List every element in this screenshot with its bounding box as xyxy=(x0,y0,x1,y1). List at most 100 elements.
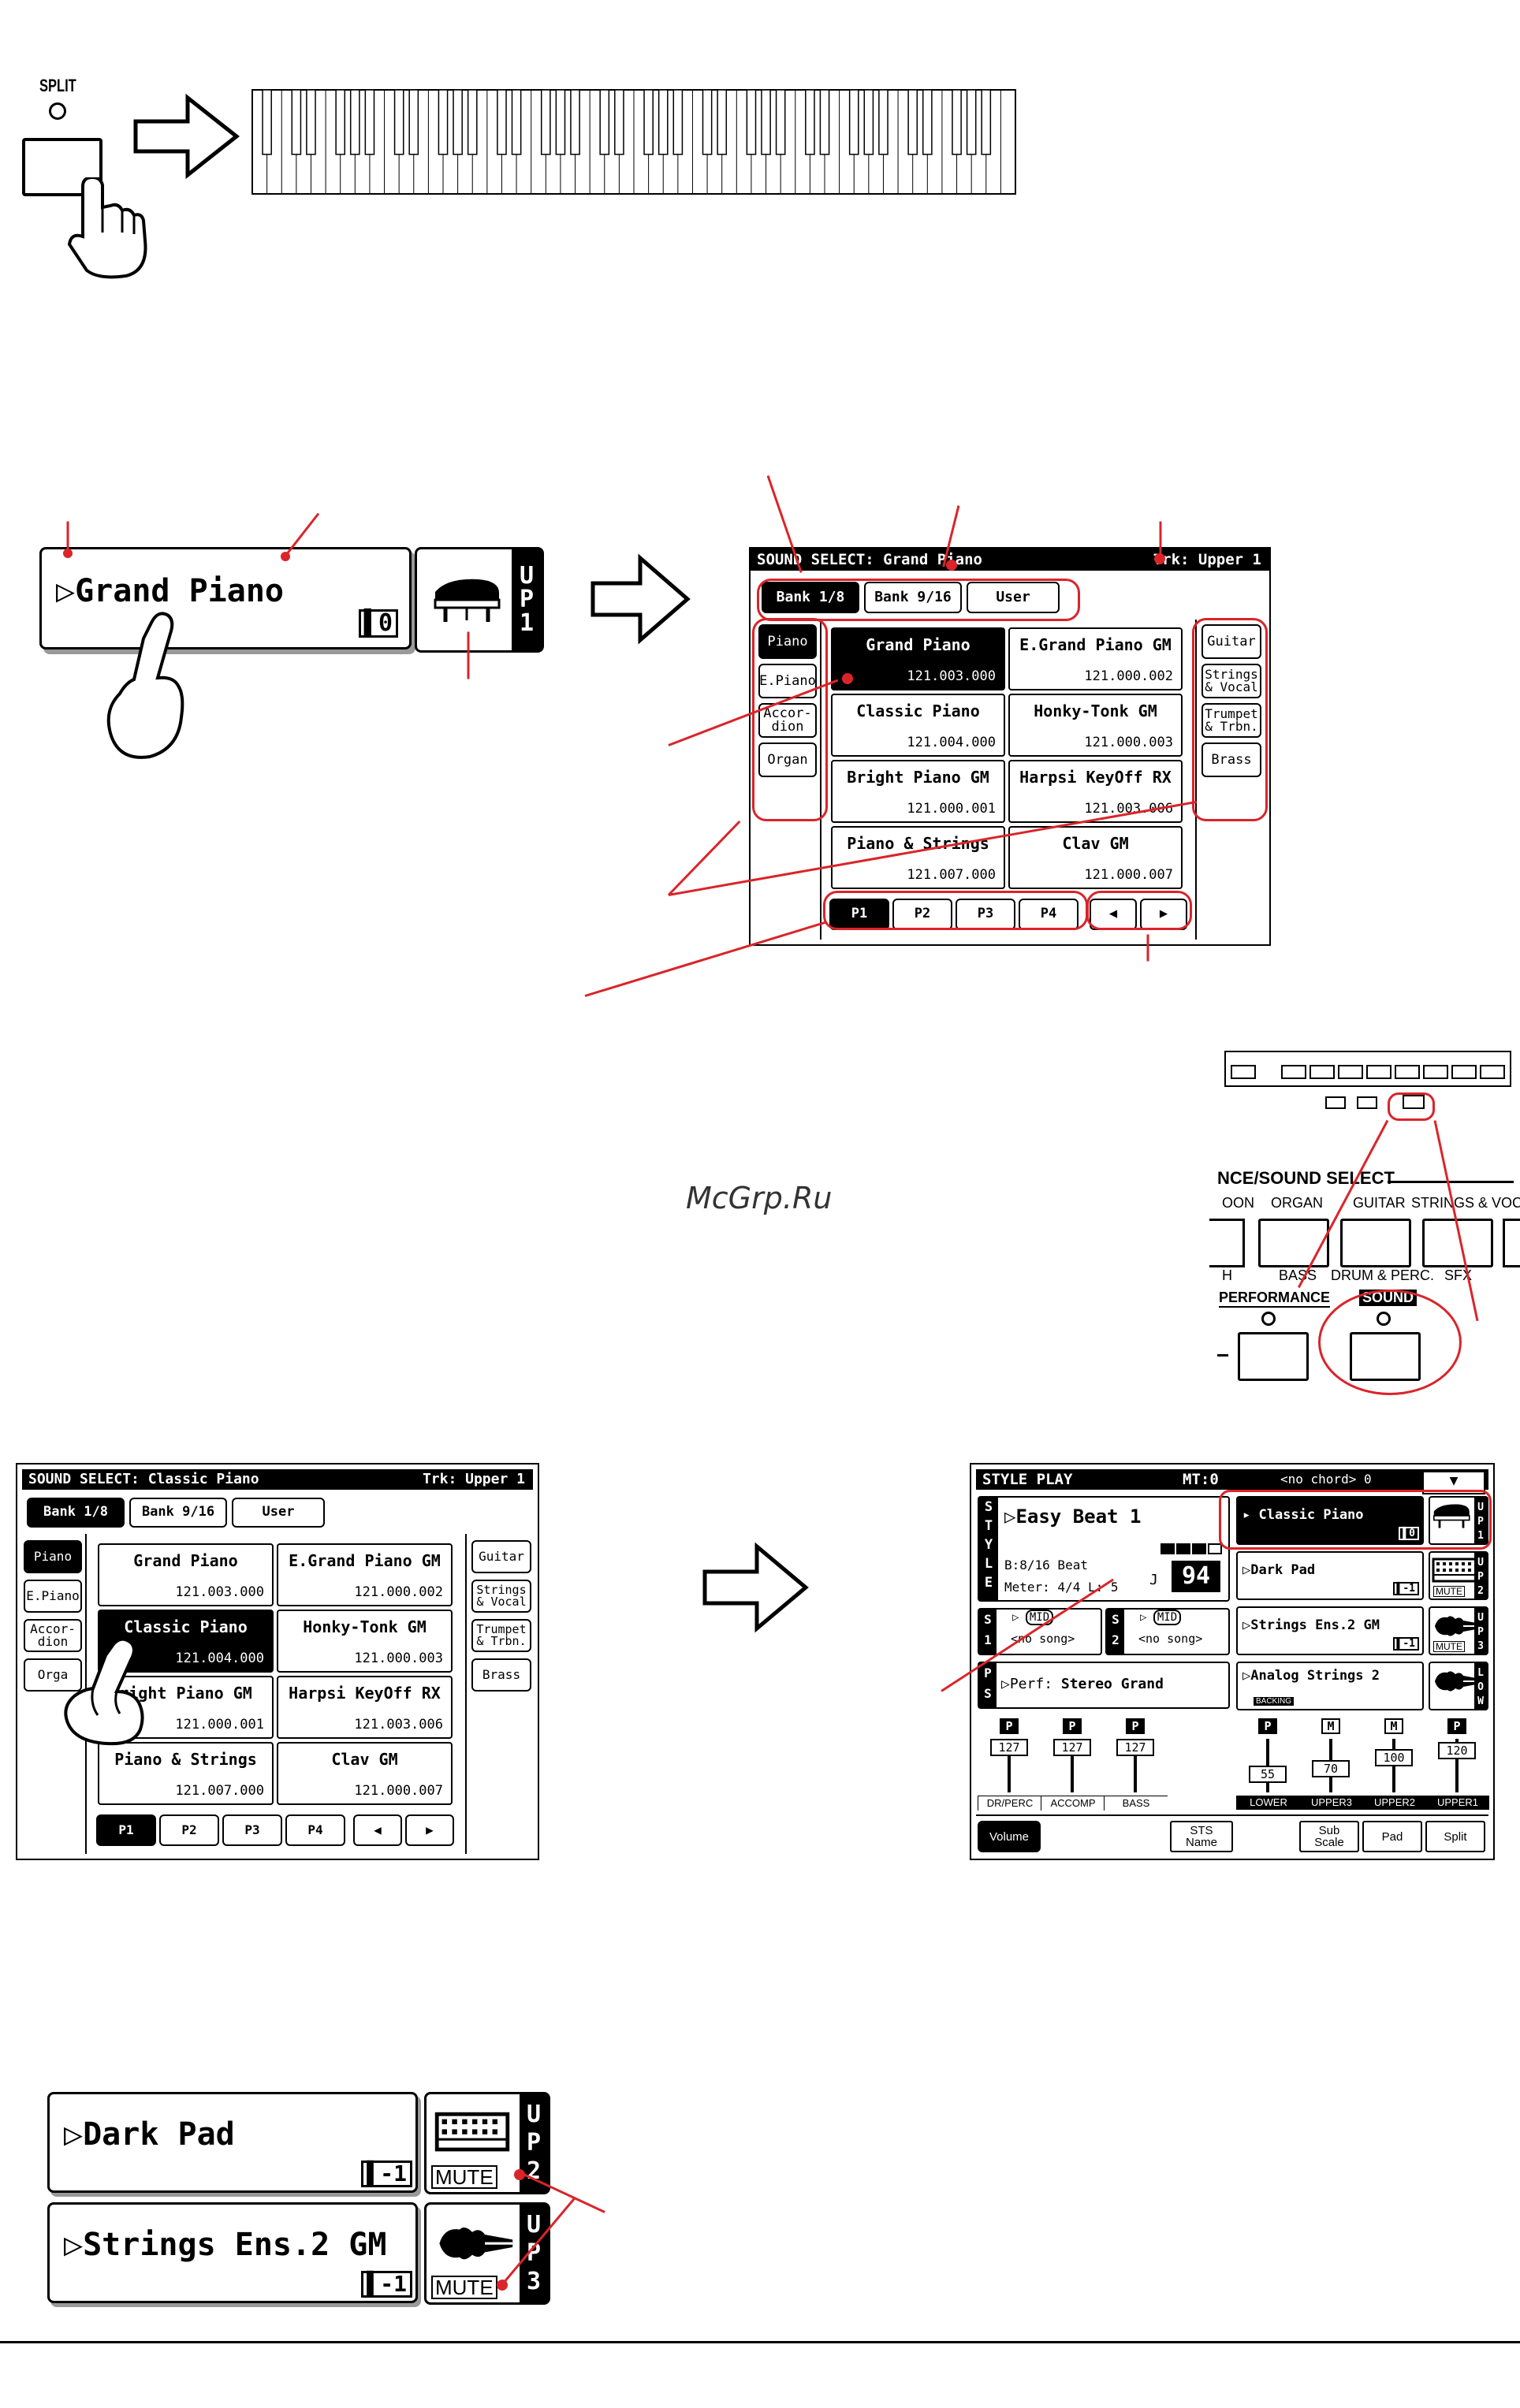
play-mute-status[interactable]: P xyxy=(1126,1718,1145,1734)
style-play-track-3[interactable]: ▷Strings Ens.2 GM▌-1 xyxy=(1236,1606,1424,1655)
mute-indicator[interactable]: MUTE xyxy=(1433,1586,1465,1597)
tab-organ[interactable]: Orga xyxy=(24,1658,82,1692)
page-p4-tab[interactable]: P4 xyxy=(1019,899,1079,930)
tab-accordion[interactable]: Accor- dion xyxy=(24,1619,82,1652)
tab-strings-vocal[interactable]: Strings & Vocal xyxy=(471,1580,531,1613)
play-mute-status[interactable]: P xyxy=(1447,1718,1466,1734)
next-page-arrow[interactable]: ▶ xyxy=(405,1814,454,1846)
volume-tab[interactable]: Volume xyxy=(978,1821,1041,1852)
song1-area[interactable] xyxy=(978,1608,1102,1655)
volume-slider-track[interactable] xyxy=(1266,1739,1269,1792)
volume-slider-knob[interactable]: 100 xyxy=(1375,1748,1413,1766)
pad-tab[interactable]: Pad xyxy=(1362,1821,1422,1852)
track-display-up3[interactable]: ▷Strings Ens.2 GM▌-1 xyxy=(47,2202,418,2303)
play-mute-status[interactable]: M xyxy=(1321,1718,1340,1734)
page-p1-tab[interactable]: P1 xyxy=(96,1814,156,1846)
play-mute-status[interactable]: P xyxy=(1000,1718,1019,1734)
volume-slider-track[interactable] xyxy=(1134,1739,1137,1792)
page-p2-tab[interactable]: P2 xyxy=(159,1814,219,1846)
tab-trumpet-trbn[interactable]: Trumpet & Trbn. xyxy=(471,1619,531,1652)
tempo-display[interactable]: 94 xyxy=(1172,1561,1220,1592)
volume-slider-knob[interactable]: 127 xyxy=(1116,1739,1154,1756)
panel-button[interactable] xyxy=(1209,1219,1245,1267)
page-p3-tab[interactable]: P3 xyxy=(222,1814,282,1846)
track-display-upper1[interactable]: ▷Grand Piano ▌0 xyxy=(39,547,412,649)
page-p1-tab[interactable]: P1 xyxy=(829,899,889,930)
volume-slider-knob[interactable]: 55 xyxy=(1249,1766,1287,1784)
performance-button[interactable] xyxy=(1238,1332,1309,1381)
panel-button-organ[interactable] xyxy=(1258,1219,1329,1267)
page-p3-tab[interactable]: P3 xyxy=(956,899,1015,930)
tab-guitar[interactable]: Guitar xyxy=(1201,624,1261,659)
track-display-up2[interactable]: ▷Dark Pad▌-1 xyxy=(47,2092,418,2193)
volume-slider-knob[interactable]: 127 xyxy=(990,1739,1028,1756)
tab-piano[interactable]: Piano xyxy=(758,624,817,659)
performance-area[interactable] xyxy=(978,1662,1230,1709)
tab-epiano[interactable]: E.Piano xyxy=(24,1580,82,1613)
volume-slider-knob[interactable]: 70 xyxy=(1312,1760,1350,1777)
panel-button-guitar[interactable] xyxy=(1340,1219,1411,1267)
callout-dot-mute-up3 xyxy=(497,2280,508,2291)
bank-1-8-tab[interactable]: Bank 1/8 xyxy=(27,1498,125,1528)
tab-brass[interactable]: Brass xyxy=(1201,742,1261,777)
user-bank-tab[interactable]: User xyxy=(232,1498,325,1528)
volume-slider-knob[interactable]: 120 xyxy=(1438,1741,1476,1759)
volume-slider-track[interactable] xyxy=(1455,1739,1459,1792)
mute-indicator[interactable]: MUTE xyxy=(1433,1641,1465,1652)
song2-area[interactable] xyxy=(1105,1608,1230,1655)
page-p4-tab[interactable]: P4 xyxy=(285,1814,345,1846)
style-play-track-1[interactable]: ▸ Classic Piano▌0 xyxy=(1236,1496,1424,1545)
tab-brass[interactable]: Brass xyxy=(471,1658,531,1692)
tab-strings-vocal[interactable]: Strings & Vocal xyxy=(1201,664,1261,698)
sts-name-tab[interactable]: STS Name xyxy=(1170,1821,1233,1852)
prev-page-arrow[interactable]: ◀ xyxy=(353,1814,402,1846)
mute-indicator[interactable]: MUTE xyxy=(431,2165,497,2189)
bank-9-16-tab[interactable]: Bank 9/16 xyxy=(864,582,962,613)
panel-button-edge[interactable] xyxy=(1503,1219,1520,1267)
bank-1-8-tab[interactable]: Bank 1/8 xyxy=(762,582,859,613)
play-mute-status[interactable]: P xyxy=(1258,1718,1277,1734)
callout-line xyxy=(66,521,69,553)
tab-piano[interactable]: Piano xyxy=(24,1540,82,1573)
play-mute-status[interactable]: M xyxy=(1384,1718,1403,1734)
panel-button-strings[interactable] xyxy=(1422,1219,1493,1267)
split-tab[interactable]: Split xyxy=(1425,1821,1485,1852)
volume-slider-track[interactable] xyxy=(1008,1739,1011,1792)
play-mute-status[interactable]: P xyxy=(1063,1718,1082,1734)
tab-guitar[interactable]: Guitar xyxy=(471,1540,531,1573)
tab-trumpet-trbn[interactable]: Trumpet & Trbn. xyxy=(1201,703,1261,738)
bank-9-16-tab[interactable]: Bank 9/16 xyxy=(129,1498,227,1528)
sub-scale-tab[interactable]: Sub Scale xyxy=(1299,1821,1359,1852)
user-bank-tab[interactable]: User xyxy=(967,582,1060,613)
volume-slider-knob[interactable]: 127 xyxy=(1053,1739,1091,1756)
tab-accordion[interactable]: Accor- dion xyxy=(758,703,817,738)
mute-indicator[interactable]: MUTE xyxy=(431,2276,497,2299)
volume-slider-track[interactable] xyxy=(1071,1739,1074,1792)
style-play-track-2[interactable]: ▷Dark Pad▌-1 xyxy=(1236,1551,1424,1600)
split-button[interactable] xyxy=(22,138,102,196)
tab-organ[interactable]: Organ xyxy=(758,742,817,777)
